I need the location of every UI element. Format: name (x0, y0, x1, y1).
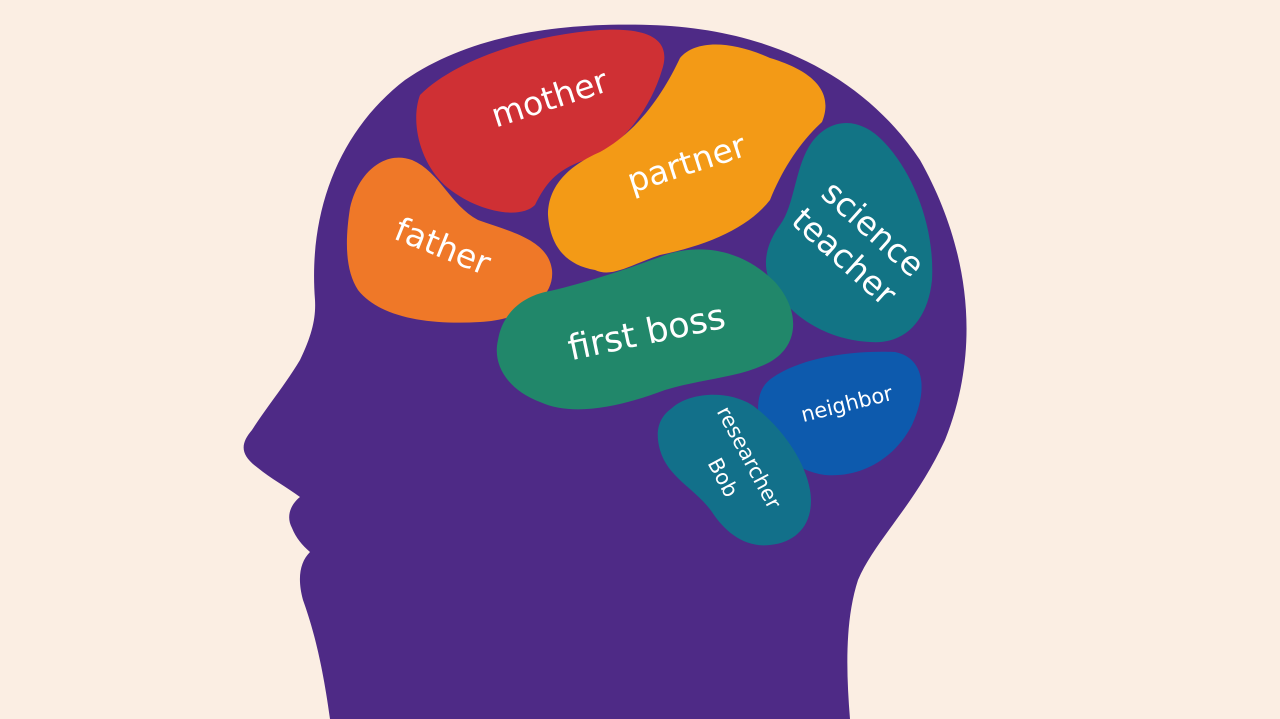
region-mother-shape (416, 29, 665, 213)
region-neighbor: neighbor (758, 351, 922, 476)
region-partner: partner (548, 44, 826, 273)
region-first-boss-shape (496, 249, 794, 410)
region-mother: mother (416, 29, 665, 213)
region-researcher-bob-shape (657, 394, 811, 546)
region-first-boss: first boss (496, 249, 794, 410)
region-science-teacher: science teacher (765, 122, 933, 343)
region-neighbor-shape (758, 351, 922, 476)
region-father: father (346, 157, 553, 323)
region-father-shape (346, 157, 553, 323)
region-partner-shape (548, 44, 826, 273)
region-science-teacher-shape (765, 122, 933, 343)
